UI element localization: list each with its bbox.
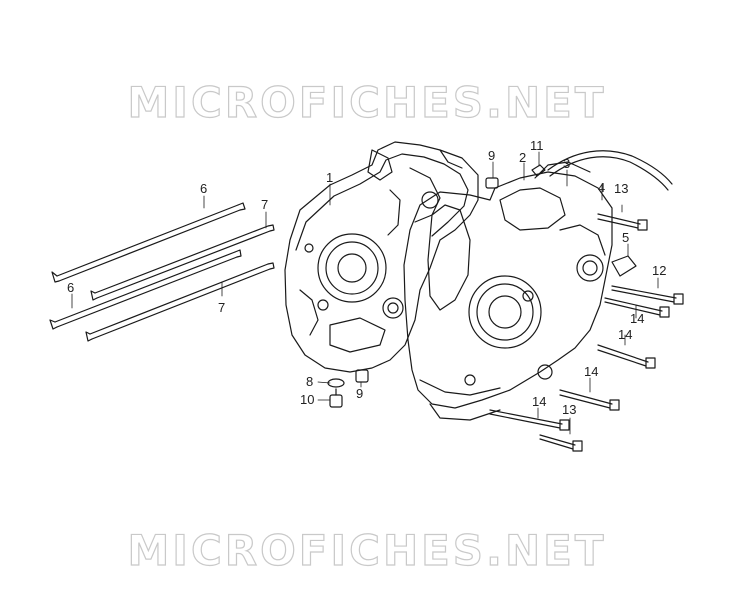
callout-9-upper: 9 [488,148,495,163]
left-crankcase-half [284,141,479,373]
right-crankcase-half [403,161,613,421]
callout-9-lower: 9 [356,386,363,401]
callout-14-c: 14 [584,364,598,379]
watermark-bottom: MICROFICHES.NET [127,525,607,575]
bracket [611,255,637,277]
callout-14-a: 14 [630,311,644,326]
callout-5: 5 [622,230,629,245]
dowel-pins [355,177,499,383]
callout-3: 3 [563,156,570,171]
callout-12: 12 [652,263,666,278]
breather-tube [547,150,673,191]
callout-7-lower: 7 [218,300,225,315]
callout-8: 8 [306,374,313,389]
callout-6-lower: 6 [67,280,74,295]
long-studs [49,202,275,342]
clip [531,164,546,177]
callout-10: 10 [300,392,314,407]
callout-7-upper: 7 [261,197,268,212]
callout-2: 2 [519,150,526,165]
callout-14-b: 14 [618,327,632,342]
watermark-top: MICROFICHES.NET [127,77,607,127]
callout-14-d: 14 [532,394,546,409]
callout-labels: 1 2 3 4 5 6 6 7 7 8 9 9 10 11 12 13 13 1… [67,138,666,417]
drain-bolt [327,378,345,408]
callout-6-upper: 6 [200,181,207,196]
bolts [489,213,684,452]
leader-lines [71,151,659,435]
callout-1: 1 [326,170,333,185]
callout-13-lower: 13 [562,402,576,417]
callout-11: 11 [530,138,544,153]
callout-4: 4 [598,180,605,195]
callout-13-upper: 13 [614,181,628,196]
